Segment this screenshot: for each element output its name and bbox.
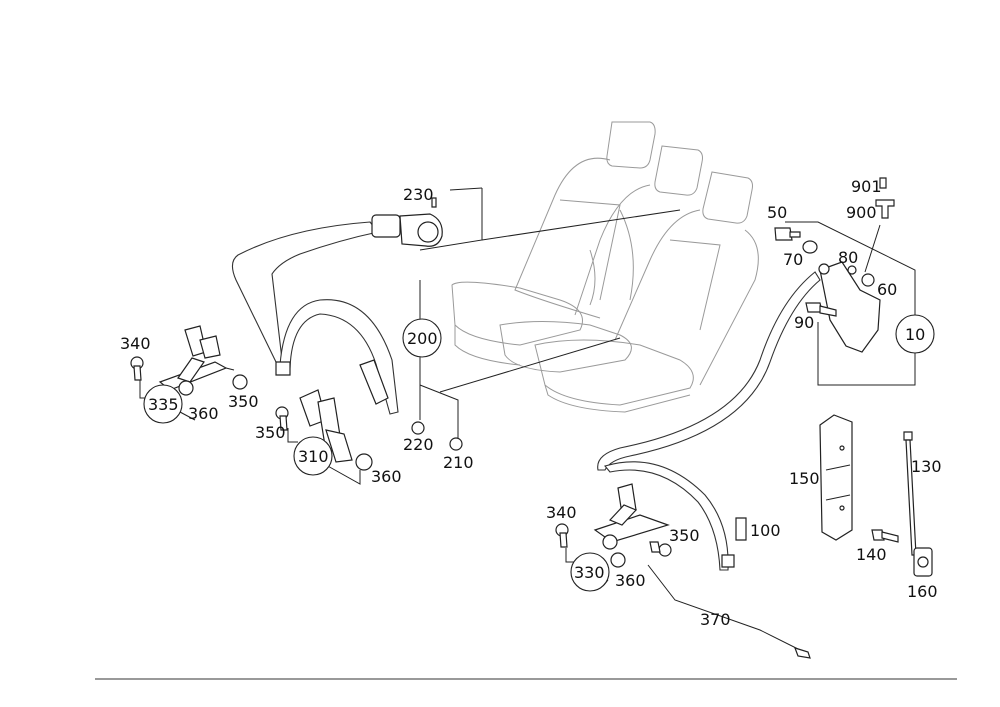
buckle-assembly-330-drawing: [555, 483, 811, 659]
callout-230: 230: [403, 185, 434, 204]
callout-340-right: 340: [546, 503, 577, 522]
callout-220: 220: [403, 435, 434, 454]
callout-340-left: 340: [120, 334, 151, 353]
callout-60: 60: [877, 280, 897, 299]
callout-335: 335: [148, 395, 179, 414]
callout-210: 210: [443, 453, 474, 472]
bracket-lines-200: [419, 187, 681, 438]
callout-circle-335: [143, 384, 183, 424]
belt-assembly-200-drawing: [231, 197, 463, 451]
callout-900: 900: [846, 203, 877, 222]
callout-350-middle: 350: [255, 423, 286, 442]
bracket-150-and-rail-130-drawing: [819, 414, 933, 577]
callout-150: 150: [789, 469, 820, 488]
callout-90: 90: [794, 313, 814, 332]
callout-350-right: 350: [669, 526, 700, 545]
circled-callouts: [143, 314, 935, 592]
callout-901: 901: [851, 177, 882, 196]
callout-circle-200: [402, 318, 442, 358]
callout-circle-10: [895, 314, 935, 354]
callout-circle-330: [570, 552, 610, 592]
buckle-assembly-310-drawing: [275, 389, 373, 485]
bracket-lines-10: [785, 221, 916, 386]
callout-50: 50: [767, 203, 787, 222]
callout-160: 160: [907, 582, 938, 601]
callout-labels: 230 200 220 210 340 335 360 350 350 310 …: [120, 177, 942, 629]
callout-360-left: 360: [188, 404, 219, 423]
rear-seat-bench: [451, 121, 759, 413]
callout-330: 330: [574, 563, 605, 582]
callout-310: 310: [298, 447, 329, 466]
callout-100: 100: [750, 521, 781, 540]
callout-200: 200: [407, 329, 438, 348]
callout-130: 130: [911, 457, 942, 476]
buckle-assembly-335-drawing: [130, 325, 248, 421]
callout-80: 80: [838, 248, 858, 267]
callout-360-right: 360: [615, 571, 646, 590]
callout-360-middle: 360: [371, 467, 402, 486]
callout-10: 10: [905, 325, 925, 344]
belt-assembly-10-drawing: [597, 177, 895, 571]
callout-circle-310: [293, 436, 333, 476]
callout-350-left: 350: [228, 392, 259, 411]
callout-140: 140: [856, 545, 887, 564]
callout-70: 70: [783, 250, 803, 269]
callout-370: 370: [700, 610, 731, 629]
